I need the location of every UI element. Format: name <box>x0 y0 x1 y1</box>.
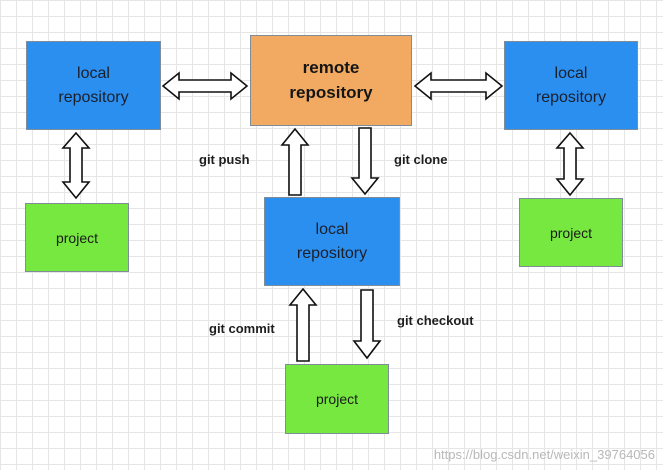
local-repository-right-node: local repository <box>504 41 638 130</box>
remote-repository-node: remote repository <box>250 35 412 126</box>
project-bottom-node: project <box>285 364 389 434</box>
git-checkout-arrow <box>352 289 382 360</box>
double-arrow-right-local-project <box>555 131 585 197</box>
watermark-text: https://blog.csdn.net/weixin_39764056 <box>433 447 655 462</box>
local-repository-left-label: local repository <box>58 65 129 106</box>
git-clone-arrow <box>350 127 380 196</box>
git-push-arrow <box>280 127 310 196</box>
project-bottom-label: project <box>315 391 359 407</box>
local-repository-left-node: local repository <box>26 41 161 130</box>
git-checkout-label: git checkout <box>397 313 474 328</box>
remote-repository-label: remote repository <box>289 57 373 102</box>
git-push-label: git push <box>199 152 250 167</box>
project-left-node: project <box>25 203 129 272</box>
project-left-label: project <box>55 229 99 246</box>
git-commit-label: git commit <box>209 321 275 336</box>
local-repository-right-label: local repository <box>535 65 607 106</box>
project-right-label: project <box>549 224 593 241</box>
git-clone-label: git clone <box>394 152 448 167</box>
project-right-node: project <box>519 198 623 267</box>
local-repository-center-label: local repository <box>296 221 368 262</box>
double-arrow-left-local-project <box>61 131 91 200</box>
double-arrow-left-remote <box>161 71 249 101</box>
double-arrow-remote-right <box>413 71 504 101</box>
git-commit-arrow <box>288 287 318 362</box>
local-repository-center-node: local repository <box>264 197 400 286</box>
